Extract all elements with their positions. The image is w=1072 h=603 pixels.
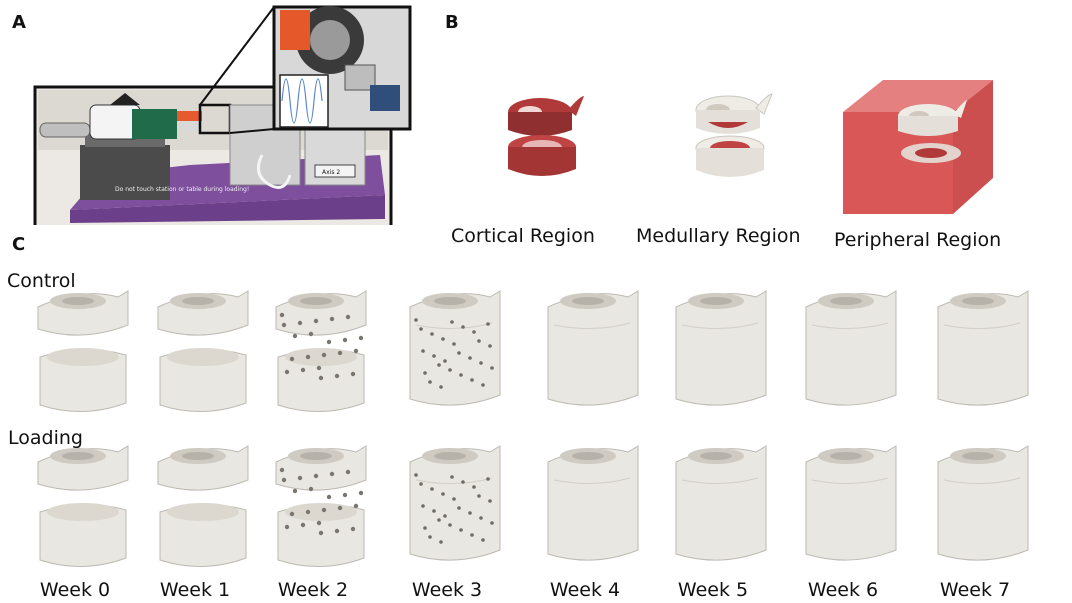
cortical-region-render	[508, 96, 584, 176]
bone-render-loading-week-5	[675, 445, 767, 561]
bone-render-control-week-3	[409, 290, 501, 406]
bone-render-loading-week-2	[275, 445, 367, 567]
panel-label-b: B	[445, 12, 459, 33]
bone-render-loading-week-4	[547, 445, 639, 561]
medullary-region-render	[695, 93, 773, 177]
week-label-6: Week 6	[807, 579, 879, 601]
region-label-cortical: Cortical Region	[451, 225, 595, 247]
week-label-7: Week 7	[939, 579, 1011, 601]
region-label-medullary: Medullary Region	[636, 225, 801, 247]
bone-render-control-week-1	[157, 290, 249, 412]
bone-render-control-week-7	[937, 290, 1029, 406]
week-label-0: Week 0	[39, 579, 111, 601]
purple-base-plate	[70, 195, 385, 223]
sine-wave-icon	[281, 78, 323, 124]
region-label-peripheral: Peripheral Region	[834, 229, 1002, 251]
loading-device-photo: Axis 2 Do not touch station or table dur…	[33, 5, 412, 225]
bone-render-control-week-0	[37, 290, 129, 412]
week-label-4: Week 4	[549, 579, 621, 601]
bone-render-control-week-2	[275, 290, 367, 412]
sign-text: Do not touch station or table during loa…	[115, 186, 249, 193]
bone-render-loading-week-1	[157, 445, 249, 567]
bone-render-loading-week-0	[37, 445, 129, 567]
row-label-loading: Loading	[8, 427, 83, 449]
actuator-housing	[80, 145, 170, 200]
week-label-3: Week 3	[411, 579, 483, 601]
panel-label-c: C	[12, 234, 26, 255]
bone-render-control-week-5	[675, 290, 767, 406]
axis-label-text: Axis 2	[322, 169, 340, 176]
bone-render-loading-week-7	[937, 445, 1029, 561]
bone-render-loading-week-3	[409, 445, 501, 561]
peripheral-region-render	[843, 80, 993, 214]
week-label-2: Week 2	[277, 579, 349, 601]
week-label-1: Week 1	[159, 579, 231, 601]
bone-render-control-week-4	[547, 290, 639, 406]
bone-render-control-week-6	[805, 290, 897, 406]
bone-render-loading-week-6	[805, 445, 897, 561]
week-label-5: Week 5	[677, 579, 749, 601]
row-label-control: Control	[7, 270, 76, 292]
panel-label-a: A	[12, 12, 26, 33]
